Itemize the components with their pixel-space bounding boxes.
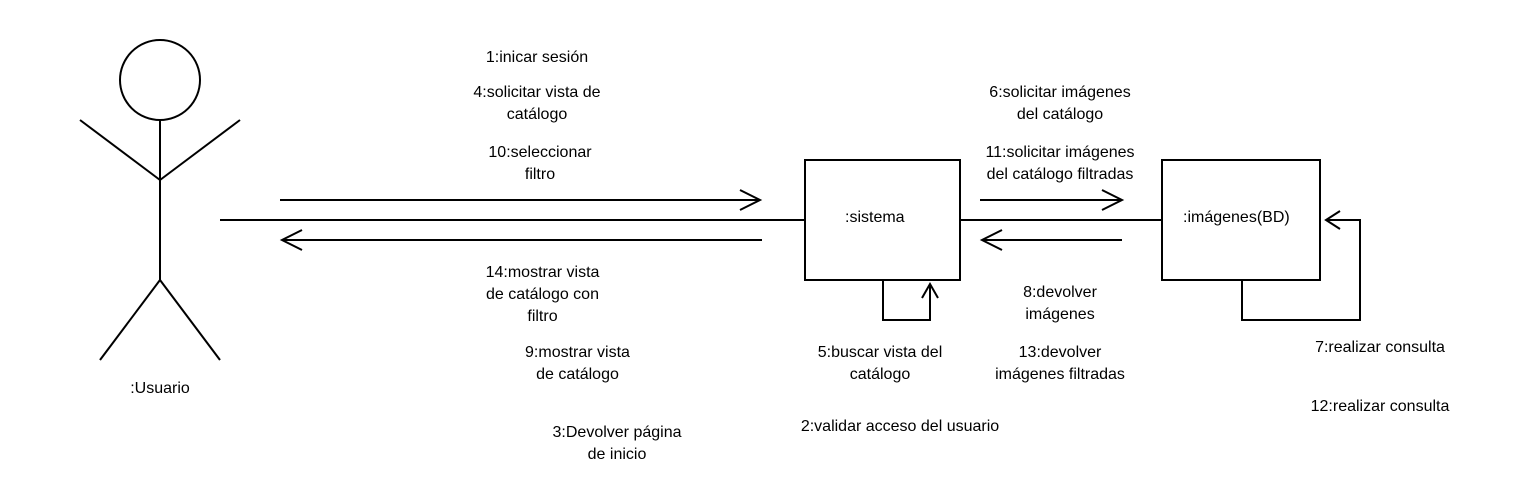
message-3-label: 3:Devolver página de inicio <box>552 424 682 463</box>
self-loop-imagenes <box>1241 210 1361 321</box>
message-12-label: 12:realizar consulta <box>1310 398 1450 415</box>
message-5-label: 5:buscar vista del catálogo <box>817 344 943 383</box>
arrow-sistema-to-imagenes <box>980 189 1125 211</box>
arrow-usuario-to-sistema <box>280 189 763 211</box>
arrow-sistema-to-usuario <box>279 229 762 251</box>
message-1-label: 1:inicar sesión <box>485 49 589 66</box>
message-6-label: 6:solicitar imágenes del catálogo <box>989 84 1131 123</box>
actor-figure <box>79 39 241 361</box>
message-10-label: 10:seleccionar filtro <box>488 144 592 183</box>
arrow-imagenes-to-sistema <box>979 229 1122 251</box>
message-9-label: 9:mostrar vista de catálogo <box>525 344 630 383</box>
message-14-label: 14:mostrar vista de catálogo con filtro <box>485 264 600 325</box>
message-11-label: 11:solicitar imágenes del catálogo filtr… <box>985 144 1135 183</box>
message-7-label: 7:realizar consulta <box>1315 339 1445 356</box>
sistema-label: :sistema <box>845 209 905 226</box>
message-13-label: 13:devolver imágenes filtradas <box>995 344 1125 383</box>
message-4-label: 4:solicitar vista de catálogo <box>473 84 601 123</box>
self-loop-sistema <box>882 280 939 321</box>
imagenes-label: :imágenes(BD) <box>1183 209 1290 226</box>
message-8-label: 8:devolver imágenes <box>1023 284 1097 323</box>
actor-label: :Usuario <box>130 380 190 397</box>
message-2-label: 2:validar acceso del usuario <box>800 418 1000 435</box>
